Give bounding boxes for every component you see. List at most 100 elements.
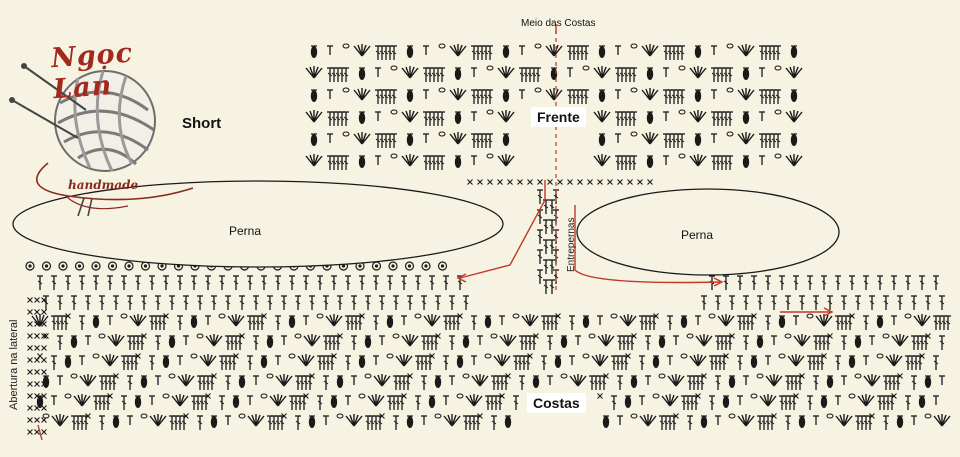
stitch-symbol: [423, 68, 441, 82]
stitch-symbol: [375, 46, 393, 60]
stitch-symbol: [726, 87, 734, 93]
stitch-symbol: [350, 375, 358, 386]
stitch-symbol: [641, 43, 659, 57]
stitch-symbol: [678, 153, 686, 159]
stitch-symbol: [938, 295, 946, 311]
stitch-symbol: [806, 395, 814, 411]
stitch-symbol: [630, 413, 638, 419]
stitch-symbol: [438, 43, 446, 49]
stitch-symbol: [658, 335, 666, 349]
stitch-symbol: [414, 395, 422, 411]
stitch-symbol: [663, 90, 681, 104]
stitch-symbol: [616, 415, 624, 426]
stitch-symbol: [470, 155, 478, 166]
stitch-symbol: [486, 133, 494, 149]
stitch-symbol: [56, 375, 64, 386]
stitch-symbol: [390, 153, 398, 159]
stitch-symbol: [126, 295, 134, 311]
stitch-symbol: [785, 65, 803, 79]
stitch-symbol: [190, 353, 198, 359]
stitch-symbol: [171, 393, 189, 407]
stitch-symbol: [310, 89, 318, 103]
stitch-symbol: [238, 295, 246, 311]
stitch-symbol: [644, 375, 652, 386]
stitch-symbol: [545, 43, 563, 57]
stitch-symbol: [882, 333, 890, 339]
stitch-symbol: [204, 275, 212, 291]
stitch-symbol: [582, 315, 590, 329]
stitch-symbol: [484, 315, 492, 329]
stitch-symbol: [423, 112, 441, 126]
stitch-symbol: [390, 45, 398, 61]
stitch-symbol: [764, 355, 772, 366]
stitch-symbol: [390, 109, 398, 115]
stitch-symbol: [736, 395, 744, 406]
stitch-symbol: [353, 131, 371, 145]
stitch-symbol: [764, 315, 772, 331]
stitch-symbol: [428, 275, 436, 291]
stitch-symbol: [862, 355, 870, 366]
stitch-symbol: [406, 133, 414, 147]
stitch-symbol: [630, 131, 638, 137]
stitch-symbol: [835, 413, 853, 427]
stitch-symbol: [358, 393, 366, 399]
left-leg-label: Perna: [229, 224, 262, 238]
stitch-symbol: [658, 373, 666, 379]
stitch-symbol: [785, 153, 803, 167]
stitch-symbol: [784, 295, 792, 311]
sc-symbol: [26, 428, 34, 436]
stitch-symbol: [79, 373, 97, 387]
stitch-symbol: [792, 315, 800, 326]
stitch-symbol: [630, 111, 638, 127]
stitch-symbol: [678, 65, 686, 71]
stitch-symbol: [542, 239, 550, 255]
stitch-symbol: [302, 315, 310, 326]
stitch-symbol: [742, 67, 750, 81]
stitch-symbol: [140, 375, 148, 389]
stitch-symbol: [770, 335, 778, 346]
sc-symbol: [496, 178, 504, 186]
stitch-symbol: [711, 112, 729, 126]
stitch-symbol: [422, 89, 430, 100]
stitch-symbol: [422, 133, 430, 144]
stitch-symbol: [401, 65, 419, 79]
stitch-symbol: [662, 67, 670, 78]
stitch-symbol: [305, 65, 323, 79]
stitch-symbol: [756, 373, 764, 379]
stitch-symbol: [434, 295, 442, 311]
stitch-symbol: [863, 373, 881, 387]
picot-symbol: [74, 261, 85, 271]
stitch-symbol: [140, 295, 148, 311]
stitch-symbol: [106, 315, 114, 326]
stitch-symbol: [689, 353, 707, 367]
stitch-symbol: [476, 335, 484, 346]
stitch-symbol: [486, 65, 494, 71]
stitch-symbol: [232, 395, 240, 409]
stitch-symbol: [266, 335, 274, 349]
top-center-label: Meio das Costas: [521, 18, 596, 29]
stitch-symbol: [449, 43, 467, 57]
stitch-symbol: [758, 111, 766, 122]
stitch-symbol: [663, 46, 681, 60]
stitch-symbol: [826, 295, 834, 311]
stitch-symbol: [536, 229, 544, 245]
direction-arrow-1: [459, 180, 546, 279]
stitch-symbol: [252, 375, 260, 386]
stitch-symbol: [756, 335, 764, 349]
stitch-symbol: [342, 155, 350, 171]
stitch-symbol: [484, 353, 492, 359]
stitch-symbol: [98, 295, 106, 311]
stitch-symbol: [536, 189, 544, 205]
stitch-symbol: [826, 413, 834, 419]
stitch-symbol: [630, 67, 638, 83]
stitch-symbol: [438, 67, 446, 83]
sc-symbol: [40, 356, 48, 364]
stitch-symbol: [196, 333, 204, 339]
stitch-symbol: [471, 90, 489, 104]
stitch-symbol: [238, 375, 246, 389]
sc-symbol: [636, 178, 644, 186]
stitch-symbol: [737, 131, 755, 145]
stitch-symbol: [593, 109, 611, 123]
stitch-symbol: [342, 67, 350, 83]
stitch-symbol: [177, 373, 195, 387]
